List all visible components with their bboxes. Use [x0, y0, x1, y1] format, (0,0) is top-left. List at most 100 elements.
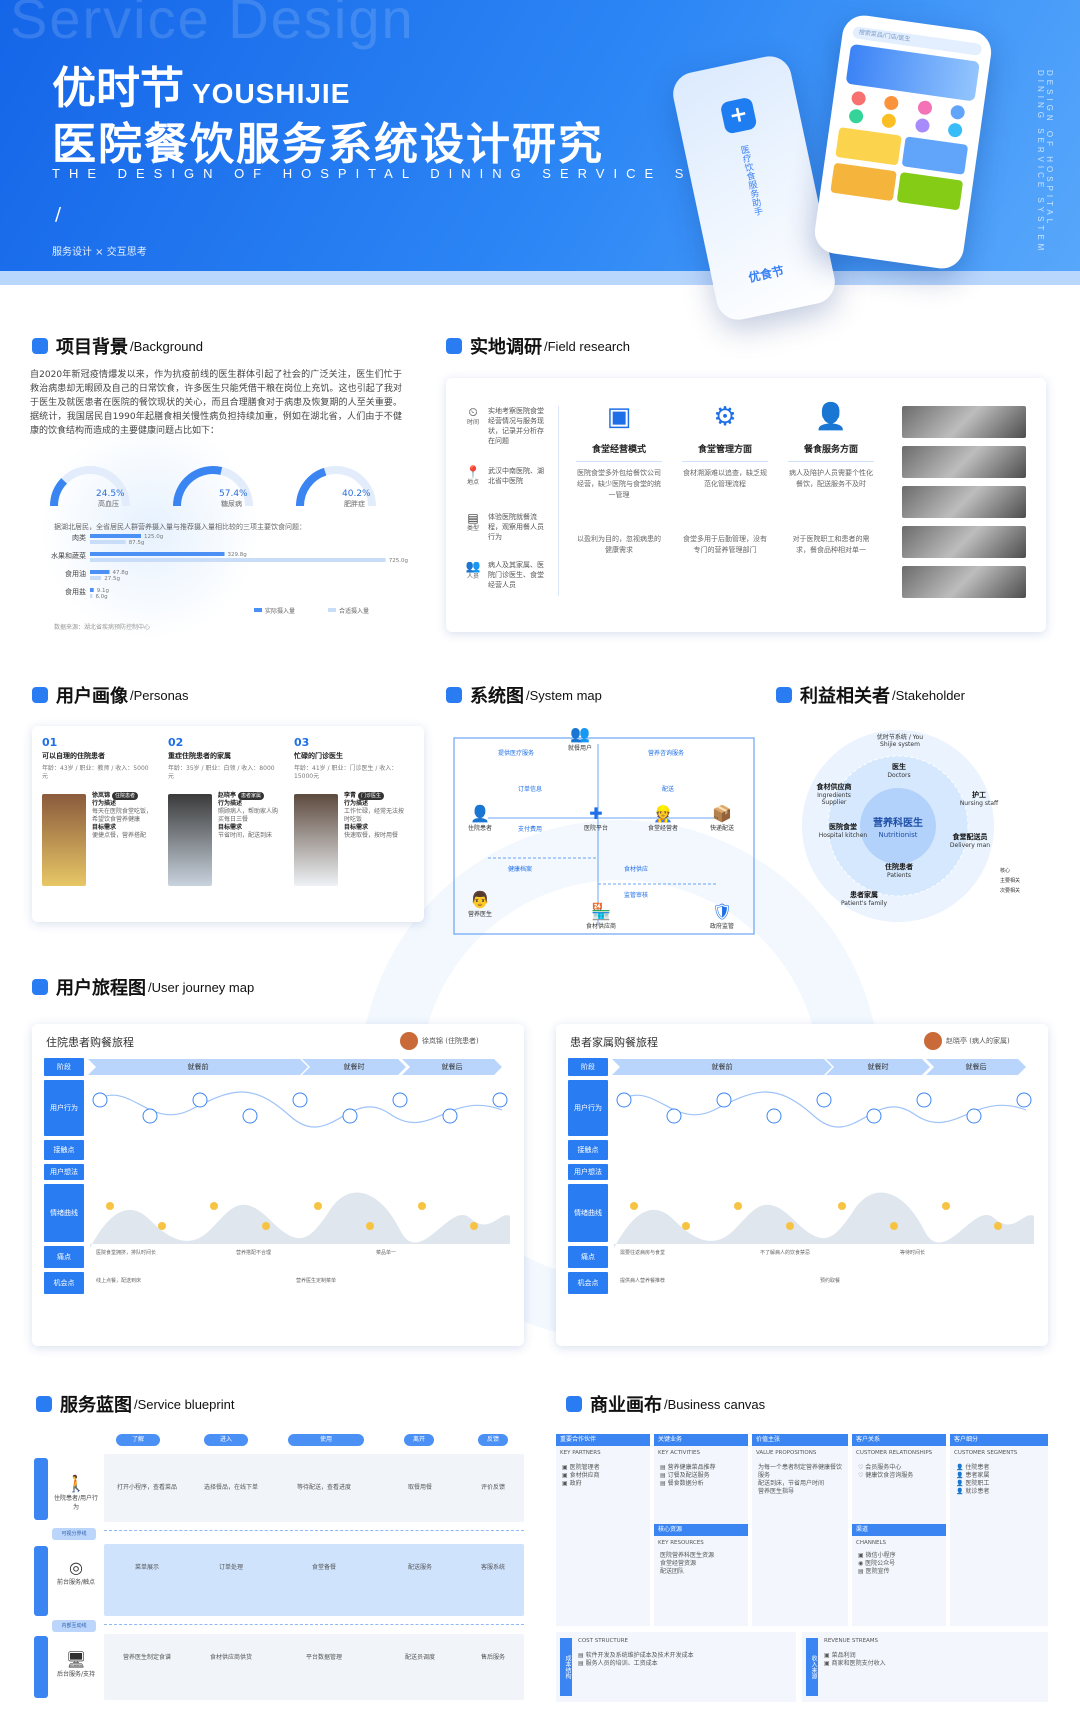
bar-category-label: 水果和蔬菜	[51, 551, 86, 560]
persona-number: 03	[294, 736, 310, 749]
page-subtitle: THE DESIGN OF HOSPITAL DINING SERVICE SY…	[52, 166, 783, 181]
blueprint-actor-user: 🚶住院患者/用户行为	[53, 1474, 99, 1511]
canvas-value	[752, 1434, 848, 1626]
bar-actual-label: 125.0g	[144, 534, 163, 540]
persona-meta: 年龄：43岁 / 职业：教师 / 收入：5000元	[42, 765, 149, 780]
touchpoint-icon	[442, 1108, 458, 1124]
field-item-text: 病人及其家属、医院门诊医生、食堂经营人员	[488, 561, 544, 589]
canvas-sub: COST STRUCTURE	[578, 1638, 628, 1644]
journey-opportunity: 预约取餐	[820, 1278, 841, 1284]
section-title-en: /Service blueprint	[134, 1396, 235, 1412]
section-title-cn: 实地调研	[470, 337, 542, 358]
journey-pain-point: 医院食堂拥挤，排队时间长	[96, 1250, 157, 1256]
blueprint-phase: 了解	[116, 1434, 160, 1446]
journey-row-label: 接触点	[44, 1140, 84, 1160]
journey-graphics	[90, 1091, 510, 1248]
field-col-text: 对于医院职工和患者的需求，餐食品种相对单一	[792, 535, 870, 554]
phone-brand: 优食节	[747, 263, 786, 285]
bar-actual	[90, 552, 225, 556]
canvas-head: 价值主张	[752, 1434, 848, 1446]
persona-text: 节省时间，配送到床	[218, 832, 273, 839]
persona-heading: 目标需求	[92, 824, 117, 831]
legend-label: 实际摄入量	[265, 607, 295, 615]
section-title-cn: 系统图	[470, 686, 524, 707]
emotion-face-icon	[314, 1202, 322, 1210]
gauge-label: 肥胖症	[344, 499, 365, 508]
field-col-operation: ▣ 食堂经营模式 医院食堂多外包给餐饮公司经营，缺少医院与食堂的统一管理 以盈利…	[576, 402, 662, 600]
touchpoint-icon	[816, 1092, 832, 1108]
emotion-face-icon	[786, 1222, 794, 1230]
medical-cross-icon: +	[719, 96, 758, 135]
section-square-icon	[446, 687, 462, 703]
field-col-text: 食堂多用于后勤管理，没有专门的营养管理部门	[683, 535, 767, 554]
sysmap-label: 营养咨询服务	[648, 750, 685, 757]
persona-3: 03 忙碌的门诊医生 年龄：41岁 / 职业：门诊医生 / 收入：15000元 …	[294, 736, 406, 916]
bar-actual-label: 9.1g	[97, 588, 109, 594]
field-col-service: 👤 餐食服务方面 病人及陪护人员需要个性化餐饮，配送服务不及时 对于医院职工和患…	[788, 402, 874, 600]
ring-inner	[860, 788, 936, 864]
canvas-sub: REVENUE STREAMS	[824, 1638, 879, 1644]
persona-text: 照顾病人，帮助家人购买每日三餐	[218, 808, 279, 823]
journey-stage: 就餐前	[612, 1059, 832, 1075]
journey-stage: 就餐时	[826, 1059, 930, 1075]
data-source-note: 数据来源：湖北省疾病预防控制中心	[54, 624, 151, 631]
blueprint-phase: 反馈	[478, 1434, 508, 1446]
touchpoint-icon	[492, 1092, 508, 1108]
journey-pain-point: 等待时间长	[900, 1250, 926, 1256]
blueprint-row-front	[104, 1544, 524, 1616]
field-item-text: 体验医院就餐流程，观察用餐人员行为	[488, 513, 544, 541]
sysmap-label: 配送	[662, 786, 675, 793]
journey-row-label: 痛点	[568, 1246, 608, 1268]
emotion-face-icon	[158, 1222, 166, 1230]
bar-recommended	[90, 594, 93, 598]
bars-note: 据湖北居民，全省居民人群营养摄入量与推荐摄入量相比较的三项主要饮食问题：	[54, 523, 306, 531]
journey-pain-point: 营养搭配不合理	[236, 1250, 272, 1256]
blueprint-cell: 平台数据管理	[305, 1654, 342, 1661]
walking-person-icon: 🚶	[66, 1474, 86, 1493]
gauge-label: 高血压	[98, 499, 119, 508]
blueprint-side-bar	[34, 1636, 48, 1698]
canteen-monitor-icon: ▣	[606, 402, 632, 432]
canvas-sub: KEY RESOURCES	[658, 1540, 704, 1546]
legend-swatch	[254, 608, 262, 612]
section-title-field: 实地调研/Field research	[446, 333, 630, 359]
canvas-item: ▤ 软件开发及系统维护成本及技术开发成本▤ 服务人员的培训、工资成本	[578, 1652, 694, 1667]
section-square-icon	[566, 1396, 582, 1412]
canvas-item: 医院营养科医生资源食堂经营资源配送团队	[660, 1552, 715, 1575]
blueprint-row-back	[104, 1634, 524, 1700]
canvas-item: 为每一个患者制定营养健康餐饮服务配送到床，节省用户时间营养医生指导	[758, 1464, 843, 1495]
bar-recommended	[90, 558, 386, 562]
blueprint-cell: 食材供应商供货	[209, 1654, 252, 1661]
blueprint-actor-back: 🖥后台服务/支持	[52, 1650, 100, 1678]
field-col-text: 以盈利为目的，忽视病患的健康需求	[577, 535, 661, 554]
emotion-face-icon	[994, 1222, 1002, 1230]
journey-row-label: 用户想法	[44, 1164, 84, 1180]
journey-opportunity: 营养医生定制菜单	[296, 1278, 337, 1284]
field-photo	[902, 406, 1026, 438]
document-icon: ▤类型	[466, 511, 479, 532]
emotion-face-icon	[682, 1222, 690, 1230]
emotion-face-icon	[262, 1222, 270, 1230]
canvas-head: 客户细分	[950, 1434, 1048, 1446]
persona-heading: 行为描述	[344, 800, 369, 807]
bar-recommended-label: 27.5g	[104, 576, 120, 582]
journey-title: 患者家属购餐旅程	[570, 1036, 658, 1049]
gauge-2: 57.4% 糖尿病	[173, 466, 253, 508]
sysmap-label: 健康档案	[508, 866, 533, 873]
persona-info: 李青 门诊医生 行为描述工作忙碌，经常无法按时吃饭 目标需求快速取餐，按时用餐	[344, 792, 408, 840]
canvas-item: ▣ 菜品利润▣ 商家和医院支付收入	[824, 1652, 886, 1667]
canvas-sub: KEY PARTNERS	[560, 1450, 601, 1456]
clock-icon: ⏲时间	[466, 405, 479, 426]
canvas-head: 重要合作伙伴	[556, 1434, 650, 1446]
persona-text: 每天在医院食堂吃饭，希望饮食营养健康	[92, 808, 153, 823]
section-title-stakeholder: 利益相关者/Stakeholder	[776, 682, 965, 708]
touchpoint-icon	[92, 1092, 108, 1108]
gauge-1: 24.5% 高血压	[49, 466, 130, 508]
bar-actual	[90, 570, 110, 574]
touchpoint-icon	[292, 1092, 308, 1108]
section-title-en: /Background	[130, 338, 203, 354]
bar-recommended-label: 725.0g	[389, 558, 408, 564]
